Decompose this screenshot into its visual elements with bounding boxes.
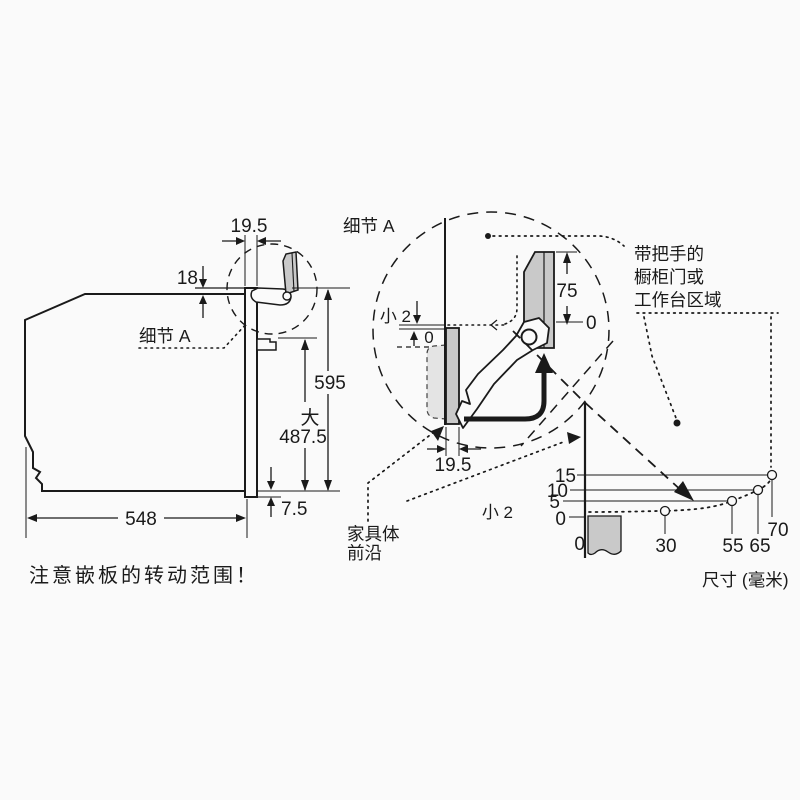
- handle-area-line2: 橱柜门或: [634, 267, 704, 287]
- marker-65-10: [752, 484, 764, 496]
- projection-line-b: [520, 340, 614, 447]
- arrow-up: [563, 252, 571, 263]
- x-tick-30: 30: [655, 536, 676, 557]
- arrow-right: [437, 445, 446, 453]
- hinge-arm-large: [455, 317, 550, 429]
- ext-lines-19-5: [244, 235, 258, 286]
- rotation-note: 注意嵌板的转动范围！: [29, 564, 259, 587]
- leader-arrowhead: [431, 426, 444, 441]
- arrow-up: [324, 289, 332, 300]
- arrow-left: [257, 237, 266, 245]
- x-tick-65: 65: [749, 536, 770, 557]
- detail-a-title: 细节 A: [343, 216, 395, 236]
- dim-top-offset-label: 18: [177, 268, 198, 289]
- arrow-down: [301, 480, 309, 491]
- dim-door-thickness-label: 19.5: [231, 216, 268, 237]
- arrow-up: [267, 497, 275, 506]
- door-panel-small-edge: [291, 252, 295, 293]
- door-swing-arrow: [464, 367, 547, 422]
- oven-front-plate: [244, 287, 258, 498]
- closed-door-ghost: [426, 344, 447, 420]
- handle-area-line3: 工作台区域: [634, 290, 722, 310]
- detail-ref-label: 细节 A: [139, 326, 191, 346]
- x-tick-55: 55: [722, 536, 743, 557]
- leader-end-dot: [673, 419, 681, 427]
- door-panel-small: [282, 251, 299, 296]
- x-tick-70: 70: [767, 520, 788, 541]
- x-zero-label: 0: [574, 534, 585, 555]
- left-view-dimensions: 19.5 18 595 大 487.5 7.5 548 细节 A: [25, 216, 350, 538]
- furniture-front-label: 家具体 前沿: [347, 426, 581, 563]
- y-tick-5: 5: [549, 492, 560, 513]
- handle-area-leader-diagonal: [643, 316, 677, 419]
- projection-lines: [512, 330, 694, 501]
- dim-max-height-label: 487.5: [279, 427, 327, 448]
- envelope-chevron: [490, 319, 498, 331]
- arrow-down: [563, 314, 571, 325]
- marker-55-5: [726, 495, 738, 507]
- front-plate-section: [445, 327, 460, 425]
- ext-lines-548: [25, 447, 248, 538]
- detail-a-view: 细节 A 小 2 0 75: [343, 211, 625, 476]
- detail-circle-small: [226, 243, 318, 335]
- furniture-label-line2: 前沿: [347, 543, 382, 563]
- furniture-section: [587, 515, 622, 556]
- y-zero-label: 0: [555, 509, 566, 530]
- clearance-curve: [588, 476, 773, 513]
- arrow-down: [267, 481, 275, 490]
- dim-max-prefix-label: 大: [300, 407, 319, 429]
- marker-drop-lines: [664, 480, 773, 534]
- furniture-leader-2: [406, 440, 567, 502]
- y-tick-15: 15: [555, 466, 576, 487]
- y-tick-10: 10: [547, 481, 568, 502]
- projection-arrowhead: [674, 481, 694, 501]
- oven-body-outline: [24, 293, 246, 492]
- handle-area-label: 带把手的 橱柜门或 工作台区域: [634, 244, 779, 468]
- arrow-up: [199, 295, 207, 304]
- hinge-pivot-small: [282, 291, 292, 301]
- clearance-graph: 15 10 5 小 2 0 0 30 55 65 70 尺寸 (毫米): [482, 402, 789, 590]
- arrow-down: [324, 480, 332, 491]
- arrow-left: [459, 445, 468, 453]
- arrow-right: [236, 514, 246, 522]
- ext-lines-595: [258, 287, 350, 492]
- oven-side-view: [24, 243, 318, 498]
- panel-dim-refs: [556, 251, 583, 323]
- arrow-down: [199, 279, 207, 288]
- min-zero-label: 0: [424, 328, 433, 347]
- arrow-down: [413, 315, 421, 324]
- projection-line-a: [512, 330, 685, 494]
- handle-area-line1: 带把手的: [634, 244, 704, 264]
- marker-30-2: [659, 505, 671, 517]
- leader-arrowhead: [567, 432, 581, 444]
- arrow-left: [27, 514, 37, 522]
- panel-zero-label: 0: [586, 313, 597, 334]
- detail-ref-leader: [138, 322, 248, 349]
- dim-bottom-gap-label: 7.5: [281, 499, 307, 520]
- arrow-right: [236, 237, 245, 245]
- dim-depth-label: 548: [125, 509, 157, 530]
- swing-envelope-dots-v: [504, 252, 518, 325]
- y-min-label: 小 2: [482, 503, 513, 522]
- furniture-leader-1: [367, 431, 435, 522]
- detail-circle-large: [372, 211, 610, 449]
- door-swing-arrowhead: [535, 353, 553, 373]
- marker-70-15: [766, 469, 778, 481]
- units-label: 尺寸 (毫米): [702, 570, 789, 590]
- detail-thickness-label: 19.5: [435, 455, 472, 476]
- handle-area-leader-top: [492, 235, 625, 247]
- leader-dot: [485, 233, 491, 239]
- dim-height-label: 595: [314, 373, 346, 394]
- ext-lines-19-5-detail: [445, 427, 460, 456]
- furniture-label-line1: 家具体: [347, 524, 400, 544]
- oven-latch: [256, 338, 277, 351]
- min-gap-label: 小 2: [380, 307, 411, 326]
- arrow-up: [301, 339, 309, 350]
- panel-height-label: 75: [556, 281, 577, 302]
- arrow-up: [410, 331, 418, 340]
- min-gap-lines: [399, 324, 445, 330]
- hinge-pivot-large: [520, 328, 538, 346]
